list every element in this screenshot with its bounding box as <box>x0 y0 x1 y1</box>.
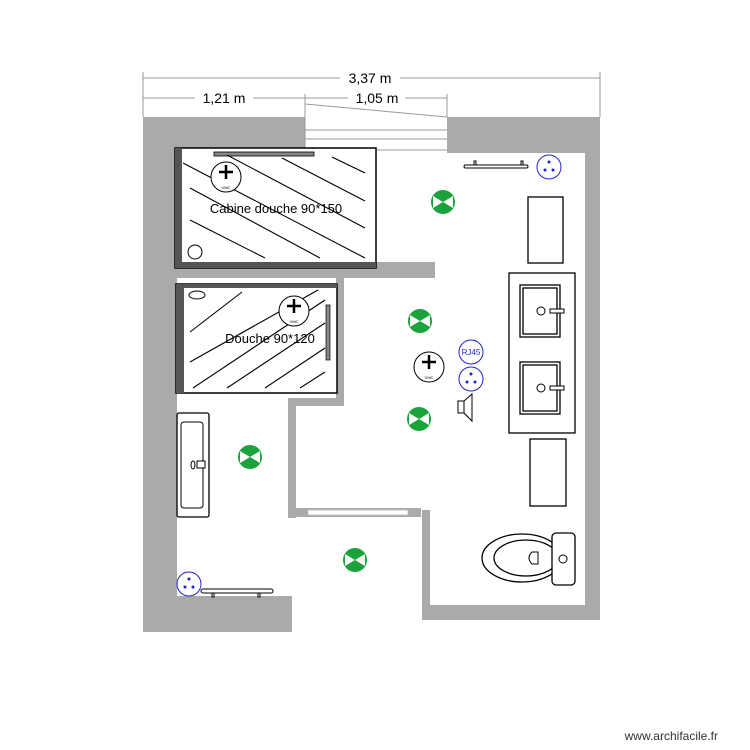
toilet <box>481 532 576 586</box>
shower-cabin-label: Cabine douche 90*150 <box>210 201 342 216</box>
power-outlet-icon <box>536 154 562 180</box>
speaker-icon <box>457 392 473 423</box>
svg-text:RJ45: RJ45 <box>462 348 481 357</box>
dimension-door: 1,05 m <box>305 90 448 117</box>
ceiling-lights <box>238 190 455 572</box>
dimension-door-label: 1,05 m <box>356 90 399 106</box>
watermark: www.archifacile.fr <box>624 729 718 743</box>
washbasin <box>176 412 210 518</box>
ceiling-light-icon <box>238 445 262 469</box>
ceiling-light-icon <box>343 548 367 572</box>
power-outlet-icon <box>458 366 484 392</box>
shower[interactable]: VMC Douche 90*120 <box>175 283 338 394</box>
vmc-icon: VMC <box>413 351 445 383</box>
dimension-left-label: 1,21 m <box>203 90 246 106</box>
shower-label: Douche 90*120 <box>225 331 315 346</box>
walls <box>143 117 600 632</box>
towel-radiator <box>200 588 274 598</box>
svg-text:VMC: VMC <box>222 185 231 190</box>
dimension-left: 1,21 m <box>143 90 306 117</box>
svg-text:VMC: VMC <box>425 375 434 380</box>
ceiling-light-icon <box>431 190 455 214</box>
vmc-icon: VMC <box>210 161 242 193</box>
power-outlet-icon <box>176 571 202 597</box>
ceiling-light-icon <box>407 407 431 431</box>
dimension-total-label: 3,37 m <box>349 70 392 86</box>
vmc-icon: VMC <box>278 295 310 327</box>
cabinet <box>529 438 567 507</box>
rj45-outlet-icon: RJ45 <box>458 339 484 365</box>
shower-cabin[interactable]: VMC Cabine douche 90*150 <box>174 147 377 269</box>
cabinet <box>527 196 564 264</box>
entrance-door[interactable] <box>304 103 448 151</box>
dimension-total: 3,37 m <box>142 70 601 117</box>
svg-text:VMC: VMC <box>290 319 299 324</box>
towel-radiator <box>463 160 529 169</box>
ceiling-light-icon <box>408 309 432 333</box>
double-vanity <box>508 272 576 434</box>
